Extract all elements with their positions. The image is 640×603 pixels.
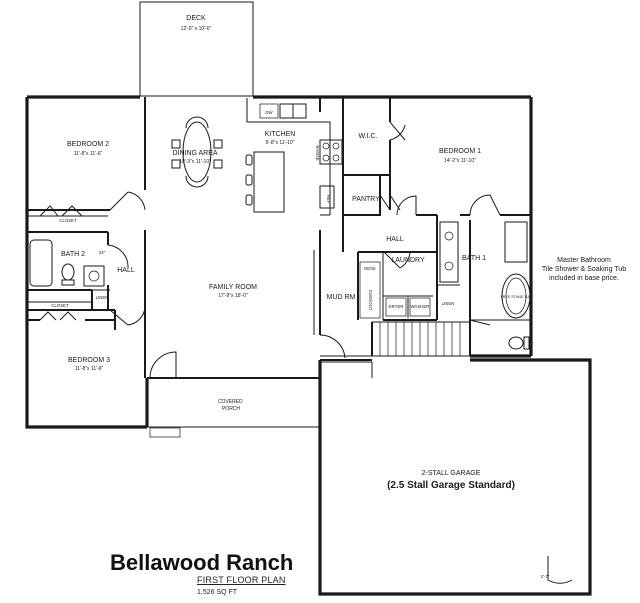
bath2-toilet xyxy=(61,263,75,281)
kitchen-dim: 9'-8"x 11'-10" xyxy=(266,140,295,146)
family-dim: 17'-9"x 18'-0" xyxy=(218,293,248,299)
annotation-line-3: included in base price. xyxy=(549,275,619,282)
bath1-toilet xyxy=(508,336,524,350)
hall-left-label: HALL xyxy=(117,267,135,274)
exterior-walls xyxy=(25,95,592,596)
lockers-label: LOCKERS xyxy=(368,290,373,311)
pantry-label: PANTRY xyxy=(352,196,380,203)
range xyxy=(319,139,343,165)
desk-label: DESK xyxy=(364,266,376,271)
bath2-label: BATH 2 xyxy=(61,251,85,258)
bedroom1-dim: 14'-2"x 11'-10" xyxy=(444,158,476,164)
door-27-label: 2'-7" xyxy=(541,574,550,579)
plan-title: Bellawood Ranch xyxy=(110,550,294,575)
freestand-tub-label: FREE STAND TUB xyxy=(501,295,532,299)
ref-label: REF xyxy=(326,195,331,204)
linen-left-label: LINEN xyxy=(96,295,109,300)
interior-walls xyxy=(26,97,531,378)
fixture-labels: CLOSET CLOSET LINEN LINEN DW RANGE REF D… xyxy=(51,110,549,579)
freestand-tub xyxy=(501,273,531,319)
master-bath-annotation: Master Bathroom Tile Shower & Soaking Tu… xyxy=(542,257,626,282)
family-label: FAMILY ROOM xyxy=(209,284,257,291)
refrigerator xyxy=(319,185,335,209)
bedroom3-label: BEDROOM 3 xyxy=(68,357,110,364)
bath2-tub xyxy=(29,239,53,287)
bath1-vanity xyxy=(439,221,459,283)
closet-lower-label: CLOSET xyxy=(51,303,69,308)
hall-upper-label: HALL xyxy=(386,236,404,243)
dw-label: DW xyxy=(265,110,273,115)
annotation-line-2: Tile Shower & Soaking Tub xyxy=(542,266,626,273)
porch-label-line2: PORCH xyxy=(222,406,240,412)
range-label: RANGE xyxy=(315,145,320,160)
plan-subtitle: FIRST FLOOR PLAN xyxy=(197,575,286,585)
bath1-label: BATH 1 xyxy=(462,255,486,262)
deck xyxy=(139,1,254,97)
dining-dim: 10'-3"x 11'-10" xyxy=(179,159,211,165)
doors xyxy=(39,121,573,584)
bedroom3-dim: 11'-8"x 11'-6" xyxy=(75,366,104,372)
plan-area: 1,526 SQ FT xyxy=(197,589,238,596)
washer-label: WASHER xyxy=(411,304,430,309)
annotation-line-1: Master Bathroom xyxy=(557,257,611,264)
room-labels: DECK 12'-0" x 10'-0" BEDROOM 2 11'-8"x 1… xyxy=(61,15,515,491)
porch-label-line1: COVERED xyxy=(218,399,243,405)
wic-label: W.I.C. xyxy=(358,133,377,140)
garage-note: (2.5 Stall Garage Standard) xyxy=(387,480,515,491)
porch-label: COVERED PORCH xyxy=(218,399,244,412)
bath2-vanity xyxy=(83,265,105,287)
kitchen-island xyxy=(253,151,285,213)
bath1-shower xyxy=(504,221,528,263)
dryer-label: DRYER xyxy=(389,304,404,309)
linen-right-label: LINEN xyxy=(442,301,455,306)
kitchen-label: KITCHEN xyxy=(265,131,296,138)
dining-table xyxy=(182,121,212,183)
bedroom2-dim: 11'-8"x 11'-6" xyxy=(74,151,103,157)
fixtures xyxy=(29,103,531,438)
dining-label: DINING AREA xyxy=(172,150,217,157)
door-24-label: 24" xyxy=(99,250,106,255)
bedroom2-label: BEDROOM 2 xyxy=(67,141,109,148)
bedroom1-label: BEDROOM 1 xyxy=(439,148,481,155)
deck-label: DECK xyxy=(186,15,206,22)
garage-label: 2-STALL GARAGE xyxy=(422,470,481,477)
deck-dim: 12'-0" x 10'-0" xyxy=(181,26,212,32)
mudrm-label: MUD RM xyxy=(327,294,356,301)
laundry-label: LAUNDRY xyxy=(391,257,425,264)
closet-upper-label: CLOSET xyxy=(59,218,77,223)
